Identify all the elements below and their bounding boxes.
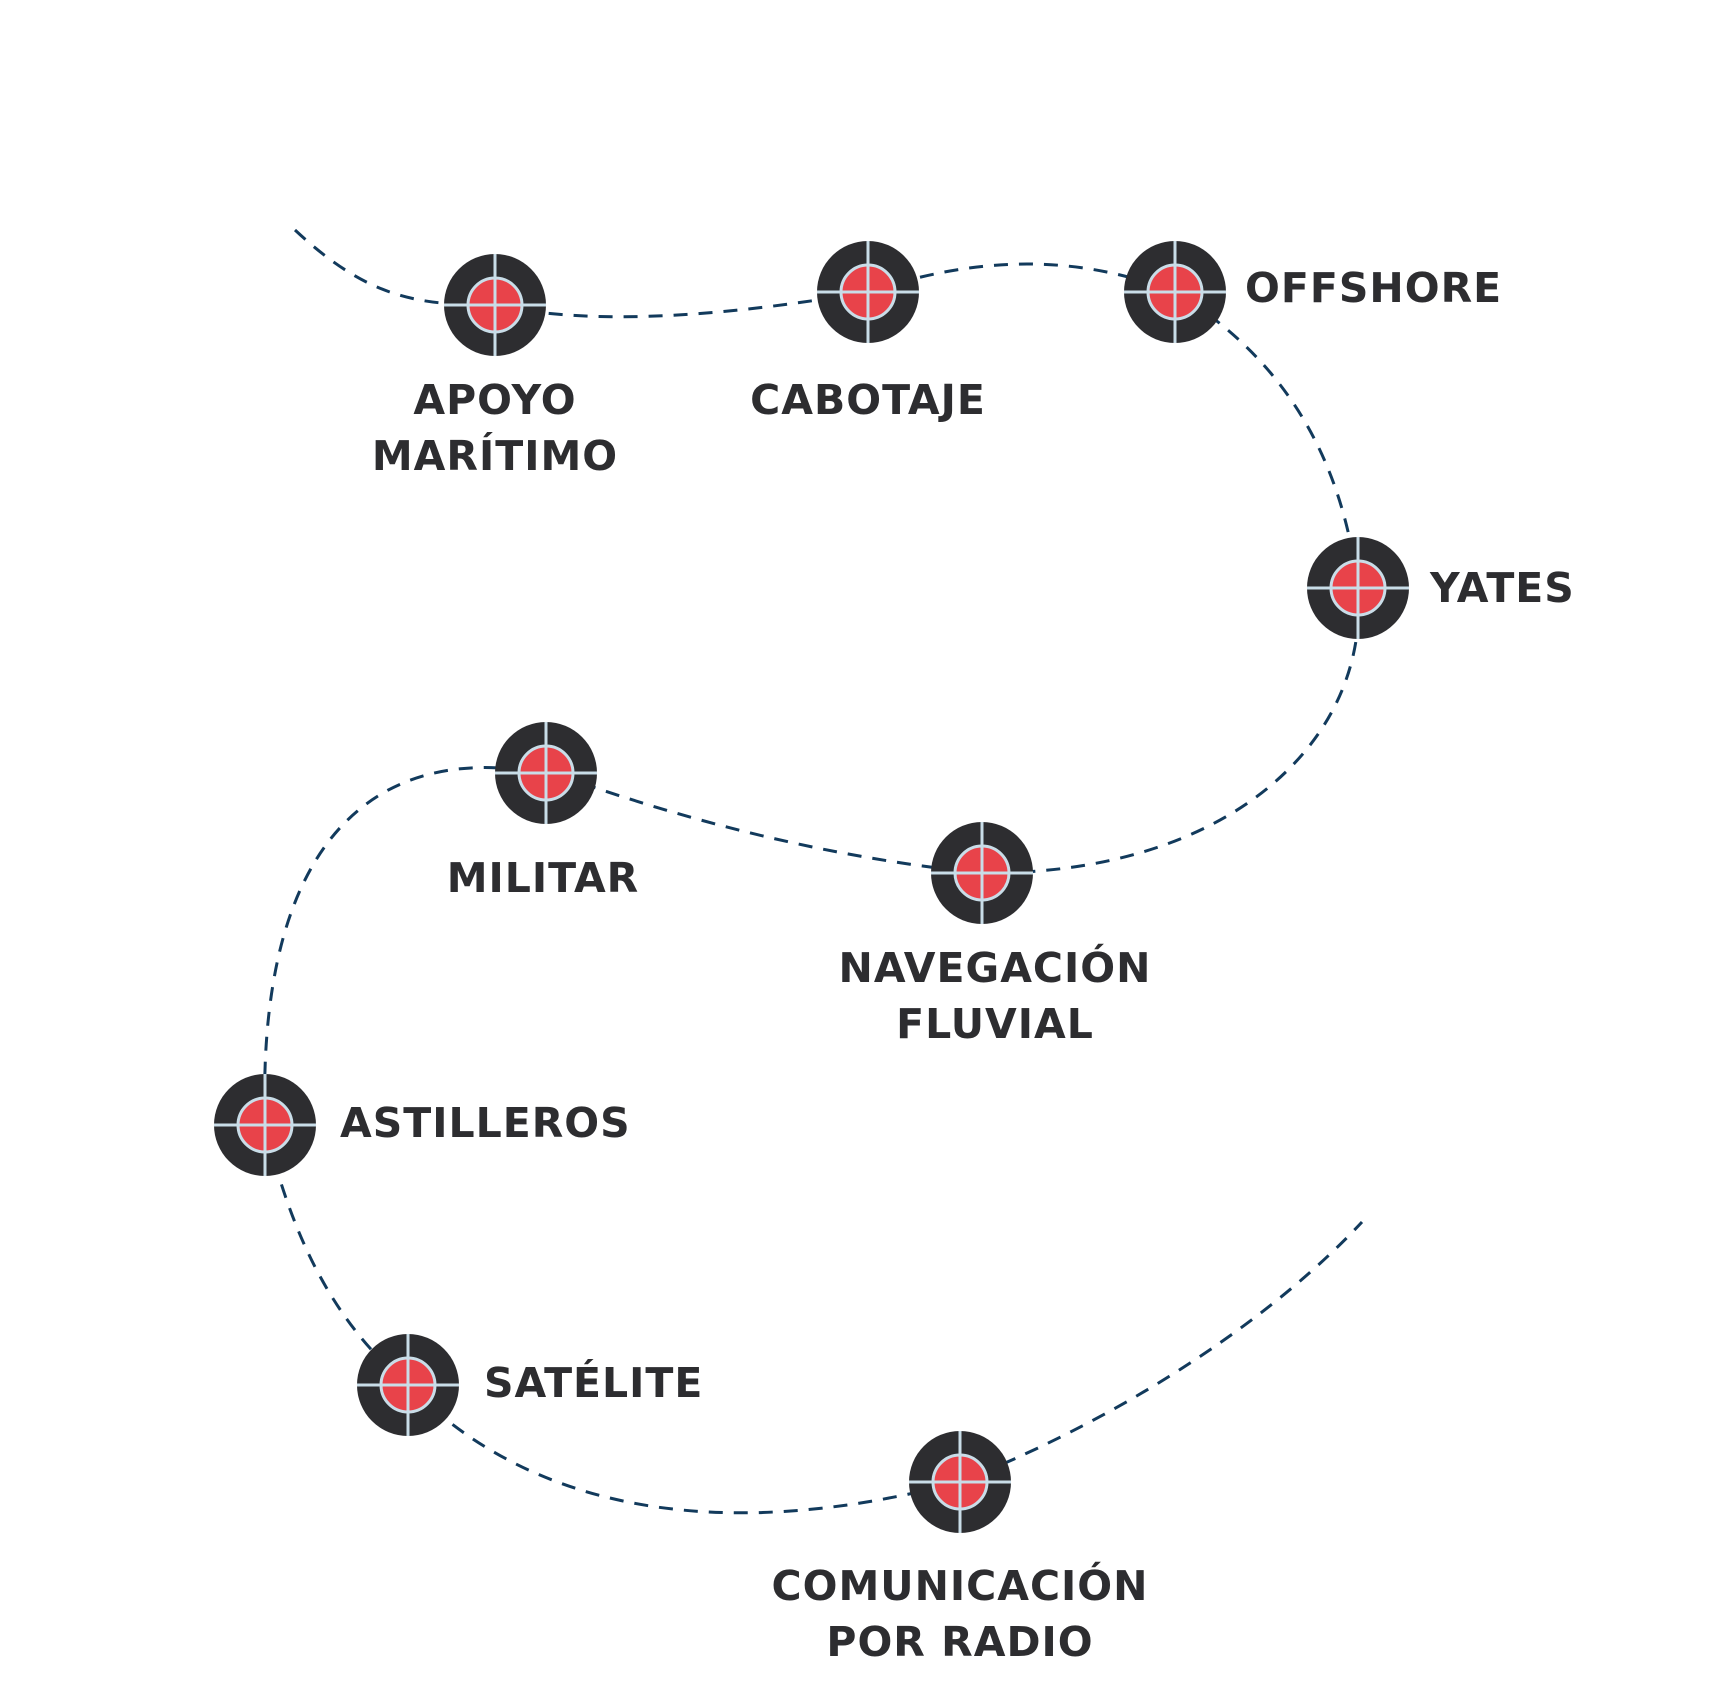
- node-label-line: POR RADIO: [826, 1618, 1094, 1666]
- node-label-line: NAVEGACIÓN: [838, 944, 1152, 992]
- node-label-line: SATÉLITE: [484, 1359, 704, 1407]
- node-label-comunicacion-por-radio: COMUNICACIÓN POR RADIO: [772, 1558, 1149, 1670]
- node-label-line: MILITAR: [446, 854, 640, 902]
- node-label-line: COMUNICACIÓN: [771, 1562, 1149, 1610]
- node-label-apoyo-maritimo: APOYO MARÍTIMO: [372, 372, 618, 484]
- node-label-line: OFFSHORE: [1245, 264, 1503, 312]
- node-label-line: CABOTAJE: [750, 376, 986, 424]
- dashed-route-line: [263, 228, 1364, 1515]
- node-label-cabotaje: CABOTAJE: [750, 372, 986, 428]
- node-label-line: MARÍTIMO: [371, 432, 619, 480]
- crosshair-target-icon: [909, 1431, 1011, 1533]
- node-label-line: FLUVIAL: [896, 1000, 1094, 1048]
- crosshair-target-icon: [214, 1074, 316, 1176]
- crosshair-target-icon: [817, 241, 919, 343]
- crosshair-target-icon: [495, 722, 597, 824]
- node-label-yates: YATES: [1430, 560, 1575, 616]
- node-label-navegacion-fluvial: NAVEGACIÓN FLUVIAL: [839, 940, 1152, 1052]
- node-label-offshore: OFFSHORE: [1245, 260, 1502, 316]
- crosshair-target-icon: [357, 1334, 459, 1436]
- crosshair-target-icon: [1124, 241, 1226, 343]
- crosshair-target-icon: [931, 822, 1033, 924]
- node-label-line: APOYO: [413, 376, 577, 424]
- node-label-satelite: SATÉLITE: [484, 1355, 703, 1411]
- node-label-astilleros: ASTILLEROS: [340, 1095, 631, 1151]
- node-label-line: YATES: [1430, 564, 1575, 612]
- crosshair-target-icon: [444, 254, 546, 356]
- node-label-line: ASTILLEROS: [340, 1099, 631, 1147]
- crosshair-target-icon: [1307, 537, 1409, 639]
- node-label-militar: MILITAR: [447, 850, 640, 906]
